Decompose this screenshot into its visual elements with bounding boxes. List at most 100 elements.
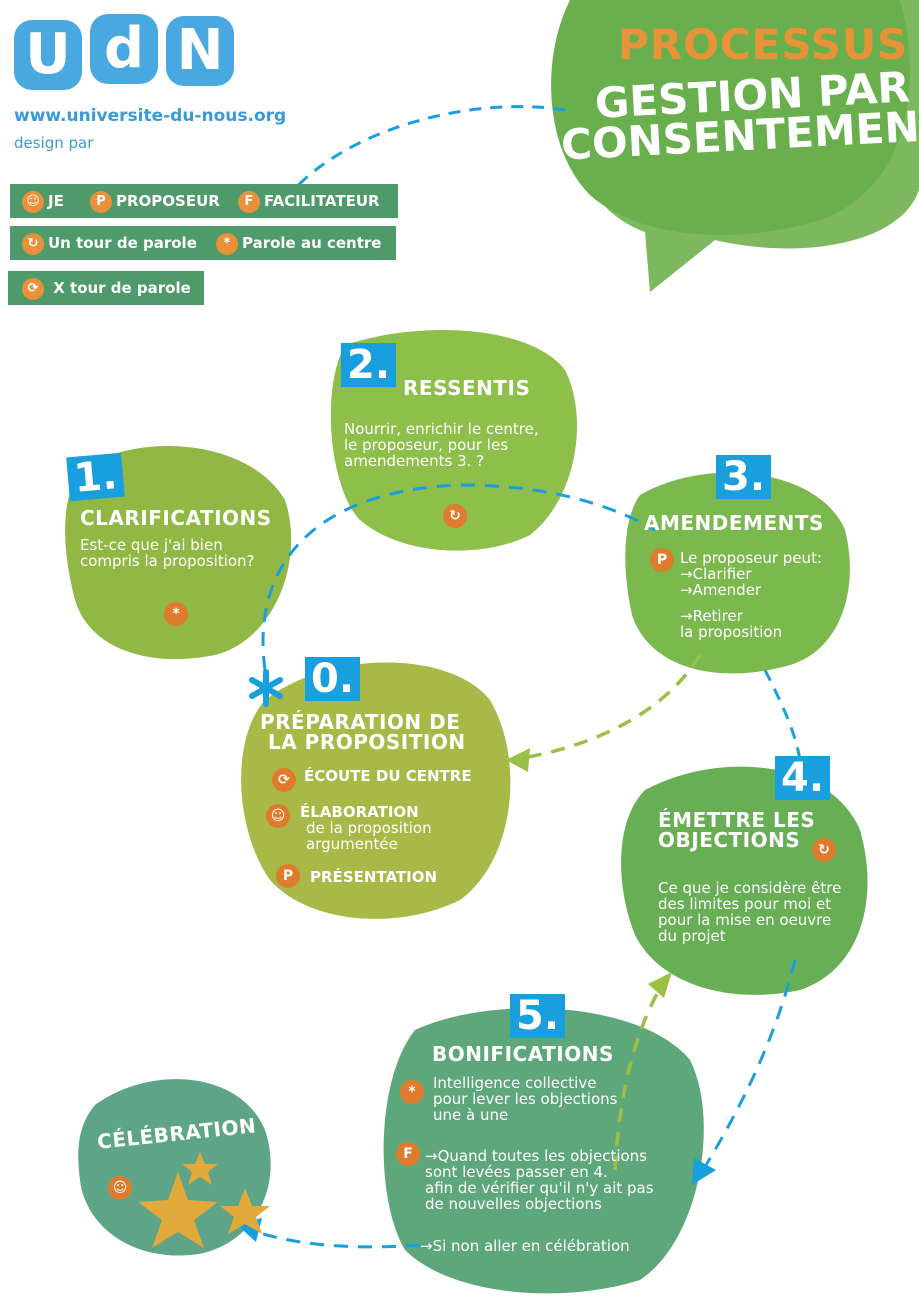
step-1-line-1: Est-ce que j'ai bien [80, 536, 223, 554]
single-round-icon: ↻ [22, 232, 44, 255]
step-4-title-1: ÉMETTRE LES [658, 808, 816, 832]
p-icon: P [276, 864, 300, 888]
step-2-text: Nourrir, enrichir le centre, le proposeu… [344, 421, 539, 469]
asterisk-marker [249, 669, 283, 707]
header-process: PROCESSUS [618, 20, 909, 69]
blob-step-0 [241, 662, 511, 919]
step-2-line-1: Nourrir, enrichir le centre, [344, 420, 539, 438]
p-icon: P [650, 548, 674, 572]
f-icon: F [238, 190, 260, 213]
smiley-icon: ☺ [266, 804, 290, 828]
step-3-title: AMENDEMENTS [644, 511, 824, 535]
smiley-icon: ☺ [22, 190, 44, 213]
step-5-text-a: Intelligence collective pour lever les o… [433, 1075, 617, 1123]
arrow-3-to-4 [763, 669, 802, 761]
step-3-line-3: →Amender [680, 581, 762, 599]
step-5-line-8: →Si non aller en célébration [420, 1237, 630, 1255]
step-5-number: 5. [510, 994, 566, 1038]
step-4-line-1: Ce que je considère être [658, 879, 842, 897]
step-0-title: PRÉPARATION DE LA PROPOSITION [260, 712, 466, 752]
legend-single-round: ↻Un tour de parole [22, 226, 197, 260]
step-0-title-1: PRÉPARATION DE [260, 710, 461, 734]
logo-letter-u: U [14, 20, 82, 90]
asterisk-icon: * [164, 602, 188, 626]
arrowhead-3-to-0 [506, 748, 530, 772]
step-4-number: 4. [775, 756, 831, 800]
step-5-line-4: →Quand toutes les objections [425, 1147, 647, 1165]
step-0-item-2-line-1: de la proposition [306, 819, 432, 837]
step-1-text: Est-ce que j'ai bien compris la proposit… [80, 537, 255, 569]
step-4-line-4: du projet [658, 927, 726, 945]
step-1-title: CLARIFICATIONS [80, 506, 272, 530]
arrow-logo-to-header [283, 105, 566, 201]
star-small [182, 1152, 218, 1185]
step-3-line-1: Le proposeur peut: [680, 549, 823, 567]
step-1-number: 1. [66, 452, 125, 502]
step-4-title: ÉMETTRE LES OBJECTIONS [658, 810, 815, 850]
single-round-icon: ↻ [443, 504, 467, 528]
step-2-line-3: amendements 3. ? [344, 452, 485, 470]
legend-je: ☺JE [22, 184, 64, 218]
step-5-line-7: de nouvelles objections [425, 1195, 602, 1213]
step-5-line-5: sont levées passer en 4. [425, 1163, 608, 1181]
star-large [138, 1172, 218, 1248]
arrowhead-4-to-5 [692, 1158, 716, 1185]
arrow-3-to-0 [509, 654, 702, 762]
legend-row-1 [10, 184, 398, 218]
blob-step-4 [621, 766, 868, 995]
asterisk-icon: * [400, 1080, 424, 1104]
arrow-circle-top [261, 483, 656, 671]
step-4-line-3: pour la mise en oeuvre [658, 911, 832, 929]
step-0-number: 0. [305, 657, 361, 701]
f-icon: F [396, 1142, 420, 1166]
step-5-line-6: afin de vérifier qu'il n'y ait pas [425, 1179, 654, 1197]
p-icon: P [90, 190, 112, 213]
multi-round-icon: ⟳ [22, 277, 44, 300]
legend-row-2 [10, 226, 396, 260]
legend-multi-round: ⟳ X tour de parole [22, 271, 191, 305]
step-0-item-2-line-2: argumentée [306, 835, 398, 853]
step-2-line-2: le proposeur, pour les [344, 436, 509, 454]
logo-url[interactable]: www.universite-du-nous.org [14, 106, 287, 126]
step-3-text: Le proposeur peut: →Clarifier →Amender →… [680, 550, 822, 640]
header-bubble-main [551, 0, 911, 235]
step-0-item-2: ÉLABORATION de la proposition argumentée [300, 804, 432, 852]
blob-step-1 [65, 446, 292, 660]
logo-design-by: design par [14, 134, 94, 152]
step-3-number: 3. [716, 455, 772, 499]
step-0-item-1: ÉCOUTE DU CENTRE [304, 767, 472, 785]
legend-center: *Parole au centre [216, 226, 381, 260]
step-3-line-4: →Retirer [680, 607, 743, 625]
blob-celebration [78, 1079, 271, 1256]
blob-step-5 [383, 1008, 704, 1294]
arrow-4-to-5 [698, 959, 797, 1176]
step-3-line-5: la proposition [680, 623, 783, 641]
star-right [220, 1188, 270, 1234]
step-4-title-2: OBJECTIONS [658, 828, 801, 852]
step-4-text: Ce que je considère être des limites pou… [658, 880, 841, 944]
arrow-5-to-4 [613, 979, 667, 1171]
step-2-title: RESSENTIS [403, 376, 531, 400]
arrowhead-5-to-4 [648, 972, 672, 998]
step-5-line-3: une à une [433, 1106, 509, 1124]
step-0-title-2: LA PROPOSITION [268, 730, 466, 754]
step-3-line-2: →Clarifier [680, 565, 752, 583]
asterisk-icon: * [216, 232, 238, 255]
blob-step-3 [625, 472, 850, 674]
single-round-icon: ↻ [812, 838, 836, 862]
step-0-item-2-title: ÉLABORATION [300, 803, 419, 821]
logo-letter-d: d [90, 14, 158, 84]
step-5-line-2: pour lever les objections [433, 1090, 618, 1108]
logo-letter-n: N [166, 16, 234, 86]
arrow-5-to-celebration [244, 1226, 421, 1249]
step-5-title: BONIFICATIONS [432, 1042, 614, 1066]
step-5-line-1: Intelligence collective [433, 1074, 597, 1092]
step-2-number: 2. [341, 343, 397, 387]
header-title: GESTION PAR CONSENTEMENT [560, 62, 919, 169]
multi-round-icon: ⟳ [272, 768, 296, 792]
step-5-text-b: →Quand toutes les objections sont levées… [425, 1148, 654, 1212]
step-0-item-3: PRÉSENTATION [310, 868, 438, 886]
